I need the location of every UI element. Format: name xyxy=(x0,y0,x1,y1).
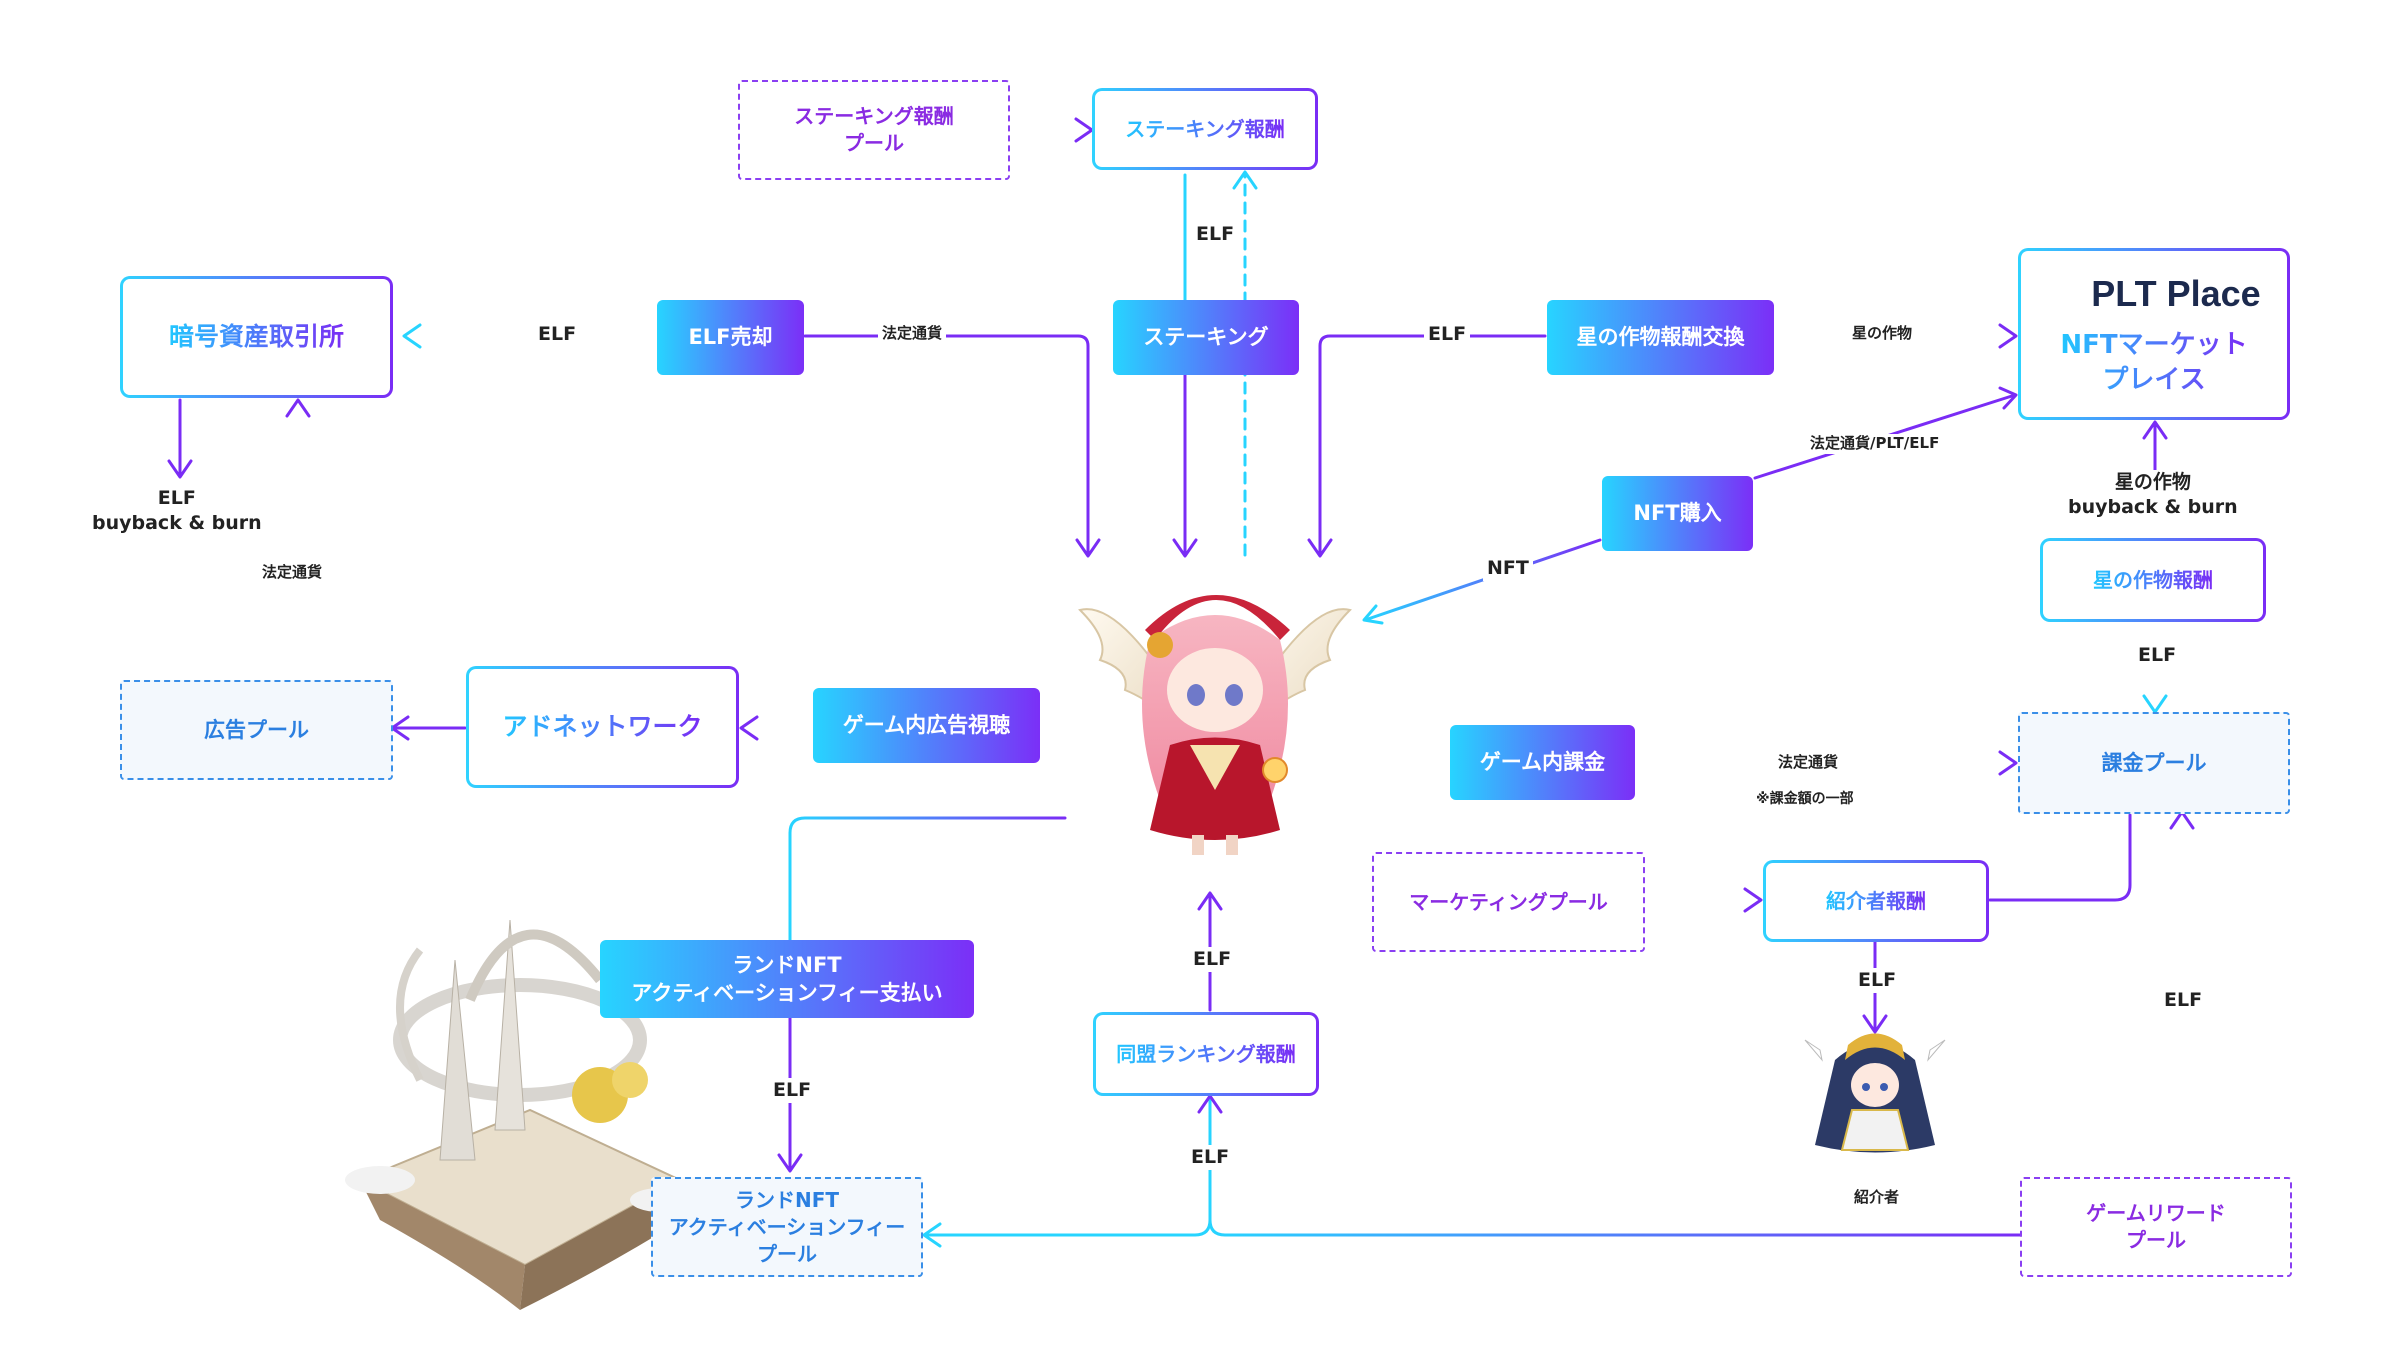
edge-label-elf-star: ELF xyxy=(1424,322,1471,347)
edge-billing-referral xyxy=(1988,813,2132,902)
alliance-ranking-reward-label: 同盟ランキング報酬 xyxy=(1116,1041,1296,1066)
edge-label-fiat-plt-elf: 法定通貨/PLT/ELF xyxy=(1806,434,1944,454)
star-work-reward-label: 星の作物報酬 xyxy=(2093,567,2213,592)
plt-place-logo-text: PLT Place xyxy=(2091,272,2261,314)
edge-star-center xyxy=(1318,334,1547,557)
edge-label-elf-exchange: ELF xyxy=(534,322,581,347)
edge-center-landfee xyxy=(788,816,1067,942)
billing-pool-box: 課金プール xyxy=(2018,712,2290,814)
edge-label-star-buyback-burn: 星の作物 buyback & burn xyxy=(2064,470,2242,520)
nft-purchase-label: NFT購入 xyxy=(1633,501,1722,526)
game-reward-pool-label: ゲームリワード プール xyxy=(2086,1201,2226,1252)
edge-land-pool xyxy=(923,1218,1212,1237)
game-reward-pool-box: ゲームリワード プール xyxy=(2020,1177,2292,1277)
land-illustration xyxy=(345,919,690,1310)
edge-label-buyback-burn: ELF buyback & burn xyxy=(88,486,266,536)
star-work-exchange-pill: 星の作物報酬交換 xyxy=(1547,300,1774,375)
plt-place-box: PLT Place NFTマーケット プレイス xyxy=(2018,248,2290,420)
edge-label-elf-game-reward: ELF xyxy=(2160,988,2207,1013)
edge-label-fiat-ad: 法定通貨 xyxy=(258,563,327,583)
staking-label: ステーキング xyxy=(1143,325,1269,350)
edge-sell-center xyxy=(803,334,1090,557)
crypto-exchange-box: 暗号資産取引所 xyxy=(120,276,393,398)
star-work-exchange-label: 星の作物報酬交換 xyxy=(1576,325,1745,350)
marketing-pool-label: マーケティングプール xyxy=(1409,889,1608,914)
ad-pool-label: 広告プール xyxy=(204,717,309,742)
edge-label-billing-note: ※課金額の一部 xyxy=(1752,790,1858,809)
referrer-character-illustration xyxy=(1804,1033,1946,1153)
land-nft-fee-payment-label: ランドNFT アクティベーションフィー支払い xyxy=(631,952,943,1005)
edge-label-star-work: 星の作物 xyxy=(1848,324,1917,344)
staking-pill: ステーキング xyxy=(1113,300,1299,375)
in-game-billing-label: ゲーム内課金 xyxy=(1479,750,1606,775)
staking-reward-pool-label: ステーキング報酬 プール xyxy=(794,104,954,155)
plt-place-logo: PLT Place xyxy=(2047,270,2260,319)
edge-label-elf-land: ELF xyxy=(769,1078,816,1103)
land-nft-fee-pool-label: ランドNFT アクティベーションフィー プール xyxy=(668,1187,906,1266)
edge-label-elf-alliance-in: ELF xyxy=(1187,1145,1234,1170)
edge-label-nft: NFT xyxy=(1483,556,1533,581)
referral-reward-box: 紹介者報酬 xyxy=(1763,860,1989,942)
ad-network-box: アドネットワーク xyxy=(466,666,739,788)
in-game-billing-pill: ゲーム内課金 xyxy=(1450,725,1635,800)
ad-pool-box: 広告プール xyxy=(120,680,393,780)
edge-label-elf-referral: ELF xyxy=(1854,968,1901,993)
marketing-pool-box: マーケティングプール xyxy=(1372,852,1645,952)
nft-marketplace-label: NFTマーケット プレイス xyxy=(2060,328,2247,398)
edge-label-elf-billing-pool: ELF xyxy=(2134,643,2181,668)
crypto-exchange-label: 暗号資産取引所 xyxy=(169,320,344,354)
edge-label-elf-alliance-up: ELF xyxy=(1189,947,1236,972)
referral-reward-label: 紹介者報酬 xyxy=(1826,888,1926,913)
referrer-label: 紹介者 xyxy=(1850,1188,1904,1208)
edge-nft-center xyxy=(1363,538,1602,622)
edge-label-fiat-sell: 法定通貨 xyxy=(878,324,947,344)
edge-label-elf-staking: ELF xyxy=(1192,222,1239,247)
land-nft-fee-payment-pill: ランドNFT アクティベーションフィー支払い xyxy=(600,940,974,1018)
ad-network-label: アドネットワーク xyxy=(502,710,702,744)
staking-reward-label: ステーキング報酬 xyxy=(1125,116,1285,141)
nft-purchase-pill: NFT購入 xyxy=(1602,476,1753,551)
alliance-ranking-reward-box: 同盟ランキング報酬 xyxy=(1093,1012,1319,1096)
staking-reward-pool-box: ステーキング報酬 プール xyxy=(738,80,1010,180)
main-character-illustration xyxy=(1078,595,1352,855)
star-work-reward-box: 星の作物報酬 xyxy=(2040,538,2266,622)
edge-label-fiat-billing: 法定通貨 xyxy=(1774,753,1843,773)
elf-sell-pill: ELF売却 xyxy=(657,300,804,375)
in-game-ad-view-label: ゲーム内広告視聴 xyxy=(842,713,1011,738)
staking-reward-box: ステーキング報酬 xyxy=(1092,88,1318,170)
plt-logo-icon-space xyxy=(2047,277,2081,311)
in-game-ad-view-pill: ゲーム内広告視聴 xyxy=(813,688,1040,763)
elf-sell-label: ELF売却 xyxy=(688,325,773,350)
land-nft-fee-pool-box: ランドNFT アクティベーションフィー プール xyxy=(651,1177,923,1277)
billing-pool-label: 課金プール xyxy=(2101,750,2207,775)
